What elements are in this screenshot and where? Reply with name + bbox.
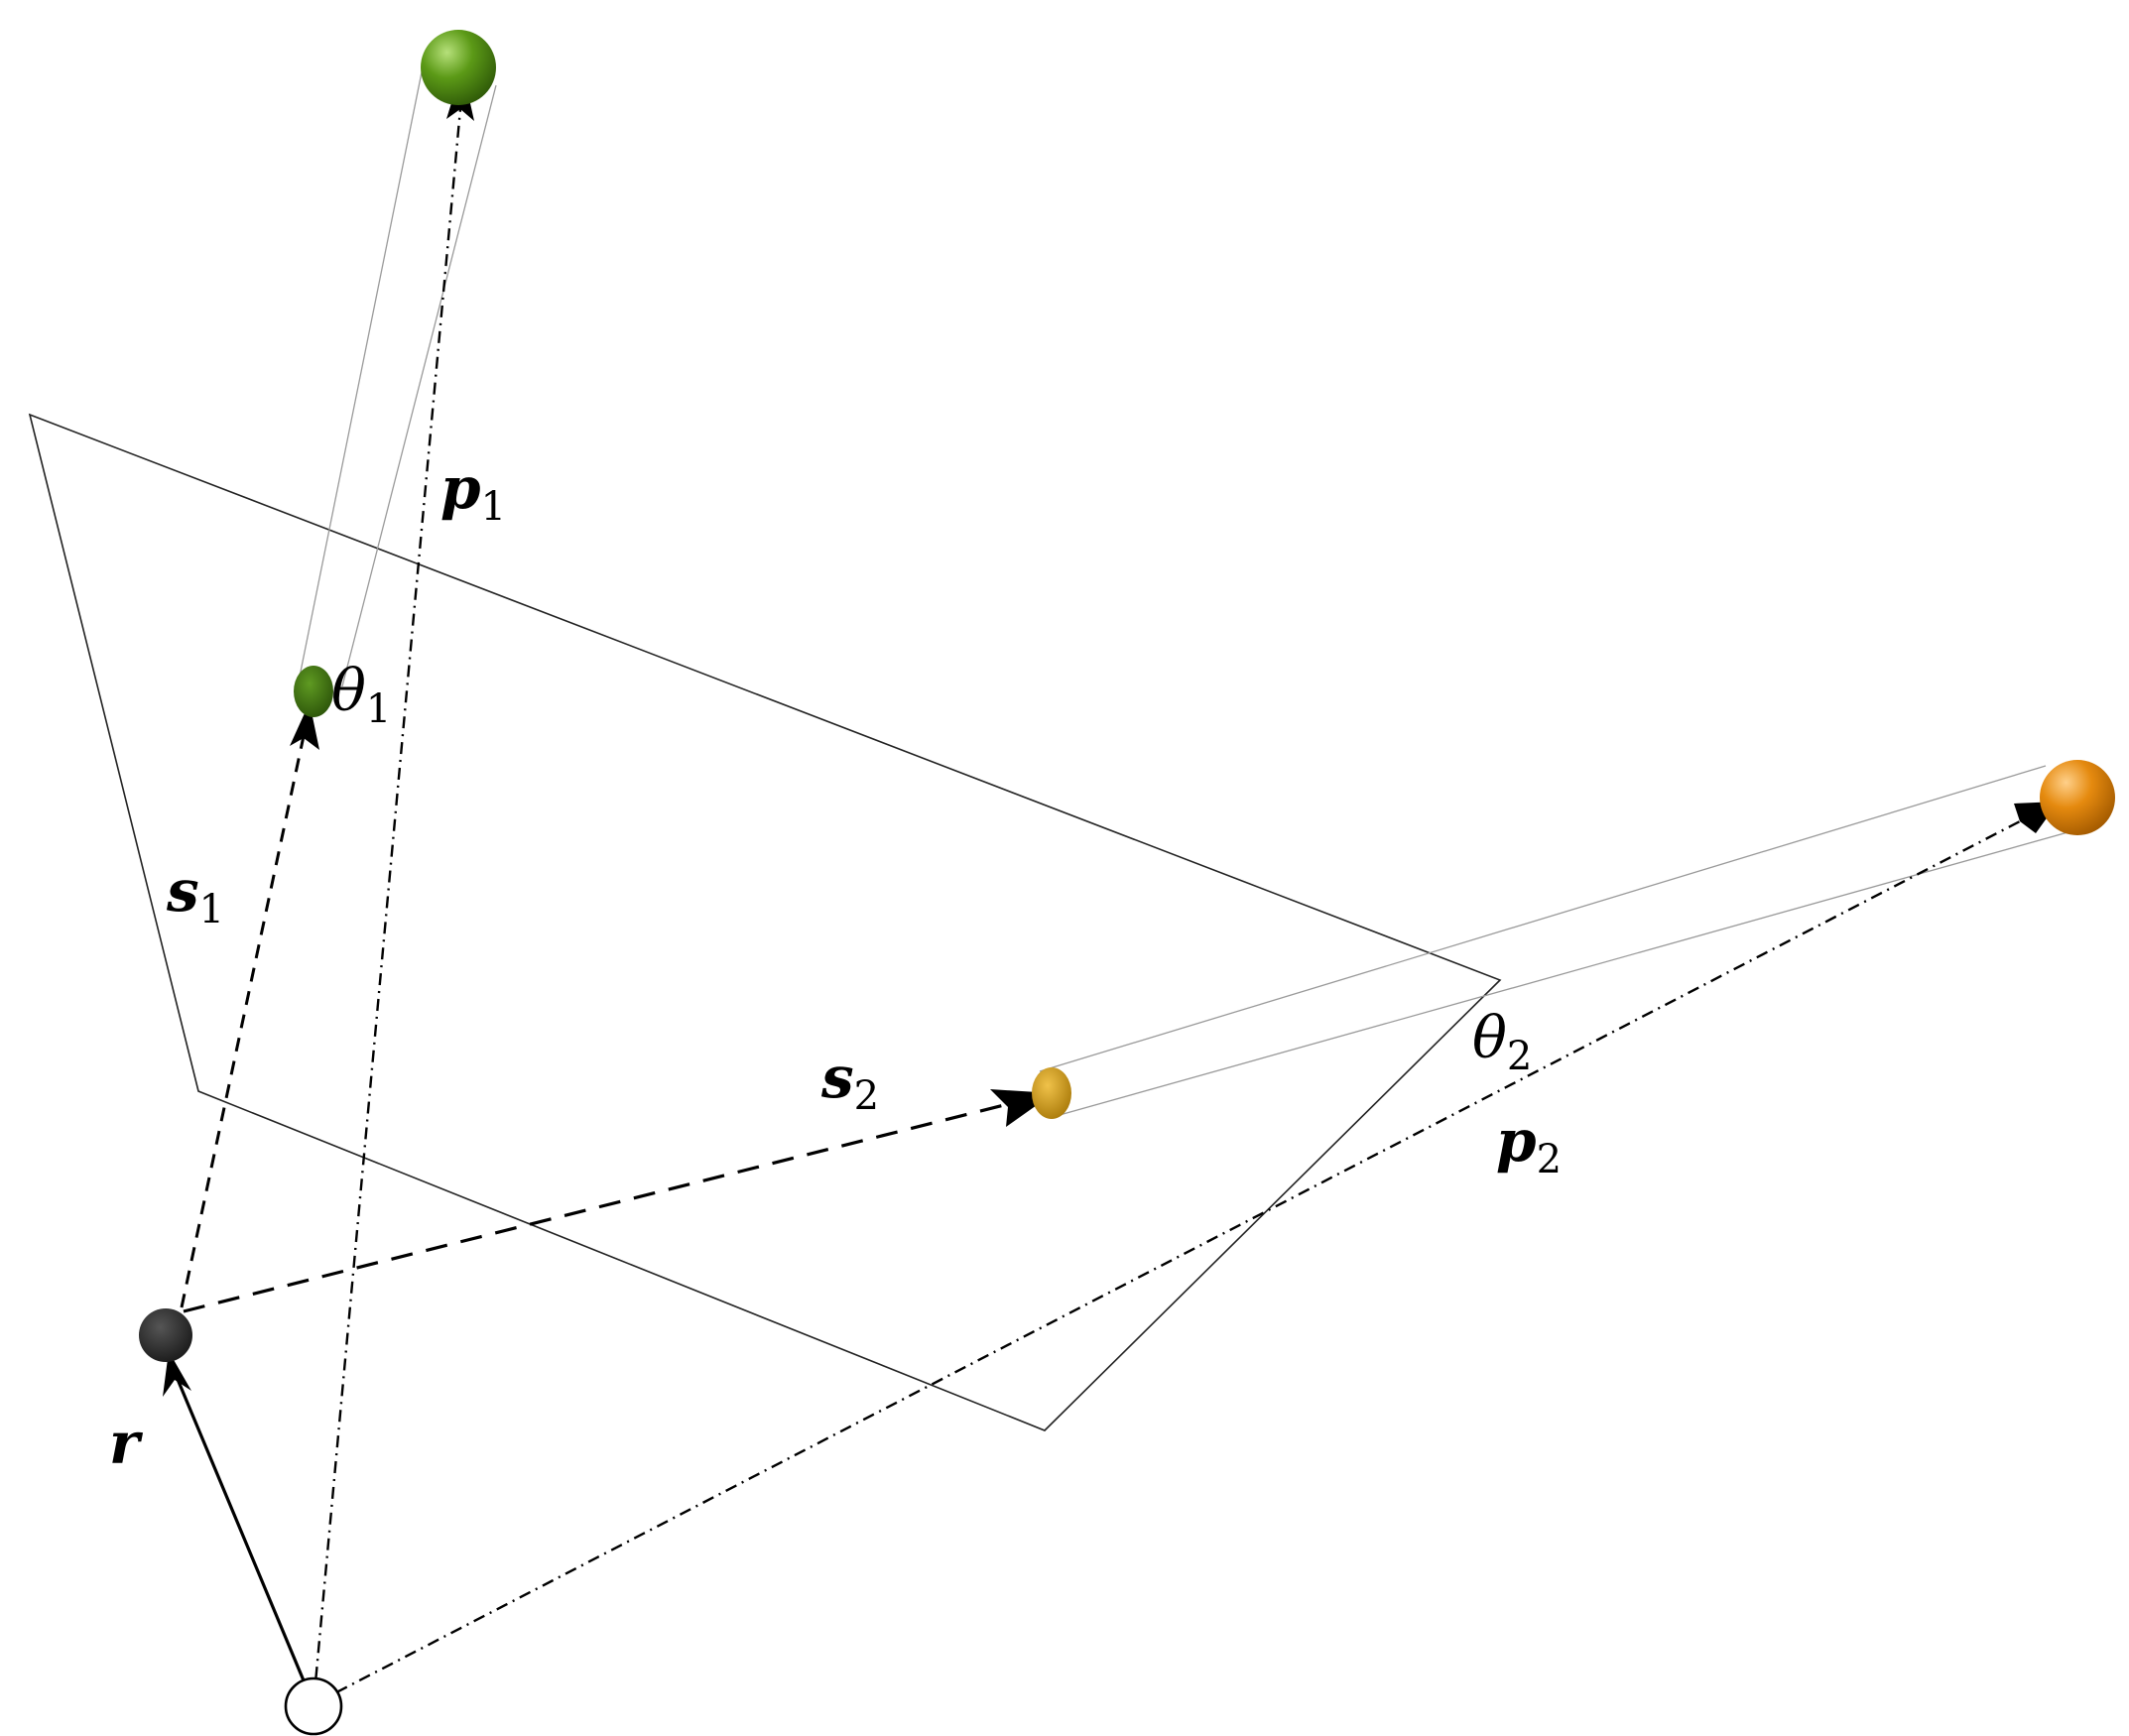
label-p1: p1	[440, 454, 506, 530]
label-theta1-sub: 1	[366, 686, 391, 732]
label-s1-sub: 1	[199, 887, 224, 932]
beam-line-1b	[341, 84, 497, 687]
label-theta2-sub: 2	[1507, 1034, 1532, 1079]
source-sphere-green	[421, 30, 496, 105]
label-p2-sub: 2	[1537, 1137, 1562, 1182]
label-s2-sub: 2	[854, 1073, 879, 1119]
origin-marker	[284, 1676, 343, 1736]
label-s1: s1	[166, 857, 224, 932]
plane-outline	[28, 413, 1502, 1431]
vector-p1-line	[312, 108, 462, 1705]
label-theta1-main: θ	[331, 657, 366, 724]
beam-line-1a	[299, 57, 426, 678]
vector-r-line	[175, 1376, 315, 1705]
label-p1-main: p	[440, 454, 481, 522]
label-theta2-main: θ	[1472, 1004, 1507, 1071]
vector-p2-line	[313, 819, 2021, 1706]
beam-line-2b	[1059, 830, 2072, 1116]
vector-r-arrowhead	[163, 1351, 191, 1397]
label-theta1: θ1	[331, 657, 391, 732]
label-p2-main: p	[1496, 1107, 1537, 1175]
beam-line-2a	[1039, 765, 2047, 1072]
label-r: r	[109, 1410, 144, 1477]
label-s2: s2	[820, 1044, 879, 1119]
label-p1-sub: 1	[481, 484, 506, 530]
vector-s1-line	[180, 735, 306, 1308]
vector-s2-line	[183, 1103, 1005, 1313]
projected-point-olive	[1032, 1067, 1071, 1119]
label-s1-main: s	[166, 857, 199, 925]
projected-point-green	[294, 666, 333, 717]
receiver-point	[139, 1308, 192, 1362]
source-sphere-orange	[2040, 760, 2115, 835]
label-theta2: θ2	[1472, 1004, 1532, 1079]
label-p2: p2	[1496, 1107, 1562, 1182]
label-s2-main: s	[820, 1044, 854, 1111]
